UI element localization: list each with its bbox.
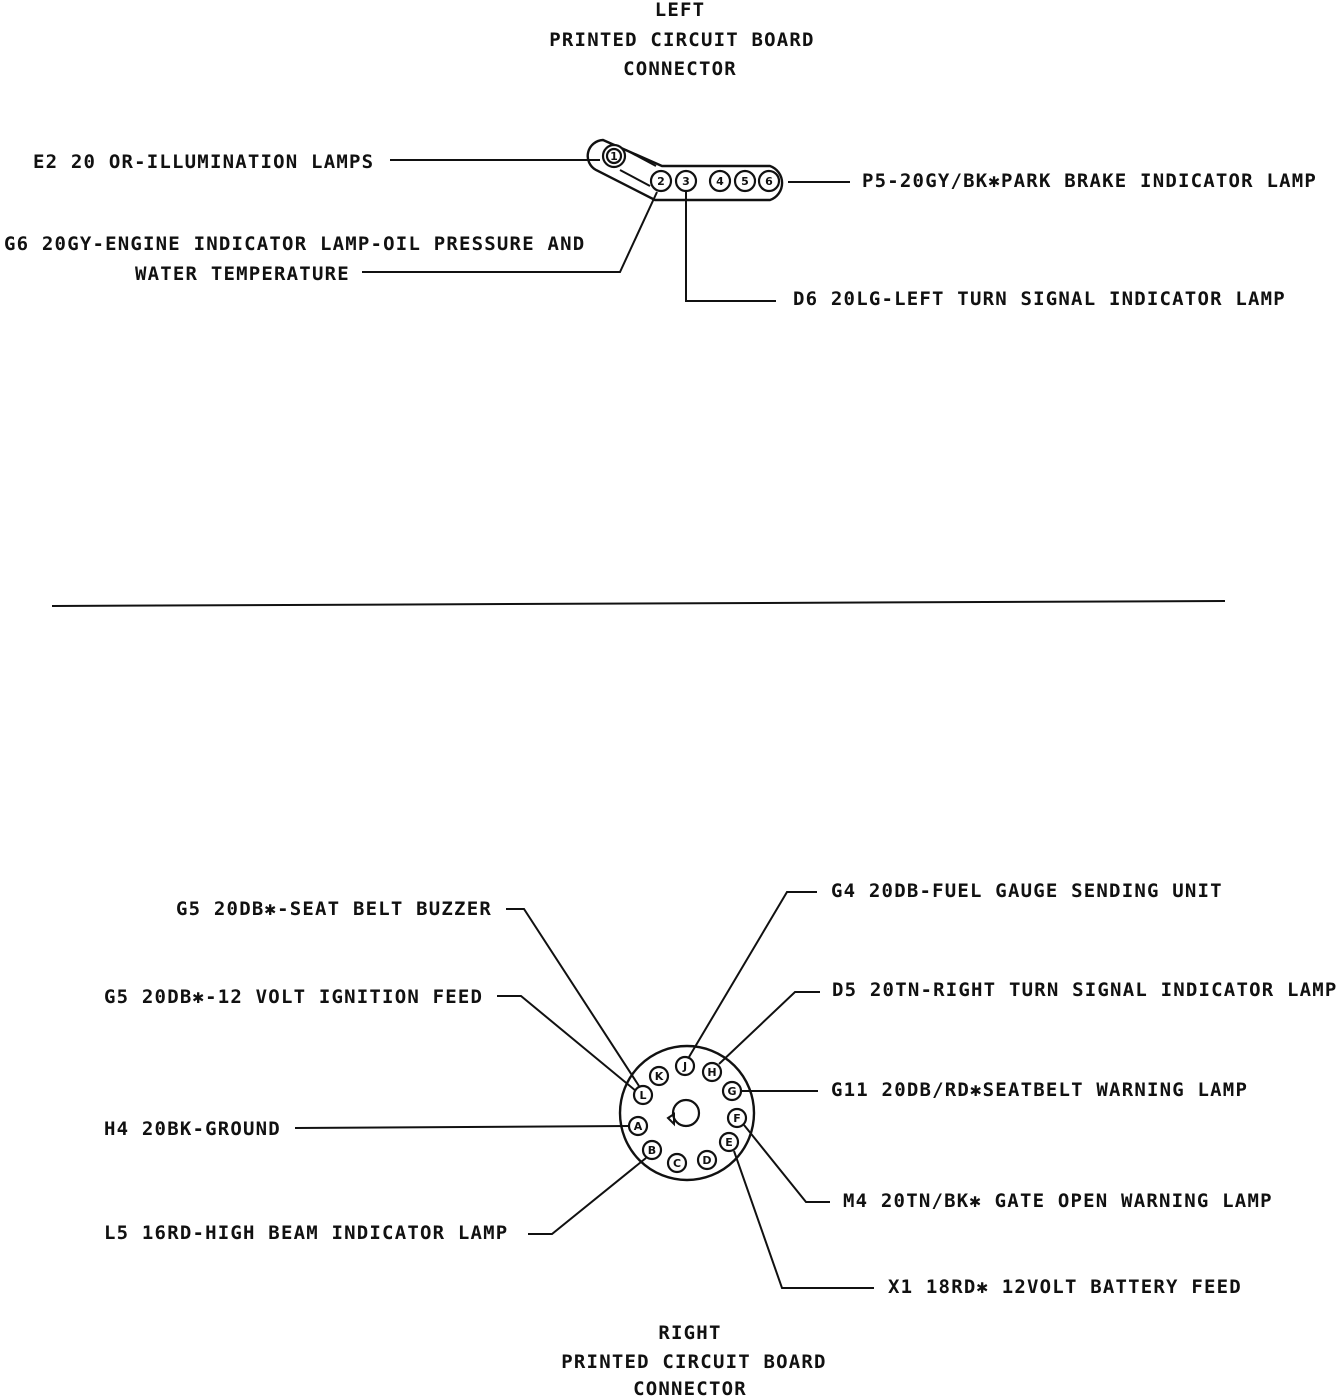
svg-text:J: J: [682, 1060, 687, 1073]
svg-text:1: 1: [610, 150, 618, 163]
right-label-high-beam: L5 16RD-HIGH BEAM INDICATOR LAMP: [104, 1222, 508, 1244]
left-wire-pin2: [362, 191, 658, 273]
section-divider: [51, 600, 1226, 607]
left-pin-2: [649, 169, 673, 193]
right-wire-gate-open: [743, 1124, 830, 1203]
left-connector-title-line-2: PRINTED CIRCUIT BOARD: [549, 29, 814, 51]
right-label-seat-belt-buzzer: G5 20DB✱-SEAT BELT BUZZER: [176, 898, 492, 920]
right-pin-E: [718, 1131, 740, 1153]
right-label-gate-open: M4 20TN/BK✱ GATE OPEN WARNING LAMP: [843, 1190, 1273, 1212]
left-connector-title-line-1: LEFT: [655, 0, 706, 21]
right-pin-F: [726, 1107, 748, 1129]
right-connector-title-line-3: CONNECTOR: [633, 1378, 747, 1398]
svg-text:C: C: [673, 1157, 681, 1170]
svg-text:F: F: [733, 1112, 741, 1125]
right-label-right-turn: D5 20TN-RIGHT TURN SIGNAL INDICATOR LAMP: [832, 979, 1338, 1001]
right-connector-title-line-1: RIGHT: [658, 1322, 721, 1344]
right-label-battery-feed: X1 18RD✱ 12VOLT BATTERY FEED: [888, 1276, 1242, 1298]
left-label-pin6: P5-20GY/BK✱PARK BRAKE INDICATOR LAMP: [862, 170, 1317, 192]
right-wire-right-turn: [718, 991, 820, 1065]
left-label-pin3: D6 20LG-LEFT TURN SIGNAL INDICATOR LAMP: [793, 288, 1286, 310]
left-label-pin2-line2: WATER TEMPERATURE: [135, 263, 350, 285]
svg-text:L: L: [639, 1089, 646, 1102]
right-pin-K: [648, 1065, 670, 1087]
right-pin-D: [696, 1149, 718, 1171]
right-pin-B: [641, 1139, 663, 1161]
right-wire-ignition-feed: [497, 995, 637, 1092]
svg-text:B: B: [648, 1144, 656, 1157]
left-connector: 1 2 3 4 5 6: [586, 138, 784, 202]
right-connector-title-line-2: PRINTED CIRCUIT BOARD: [561, 1351, 826, 1373]
right-label-fuel-gauge: G4 20DB-FUEL GAUGE SENDING UNIT: [831, 880, 1223, 902]
svg-text:E: E: [725, 1136, 733, 1149]
left-pin-3: [674, 169, 698, 193]
right-pin-C: [666, 1152, 688, 1174]
right-label-ground: H4 20BK-GROUND: [104, 1118, 281, 1140]
svg-text:D: D: [702, 1154, 711, 1167]
left-pin-4: [708, 169, 732, 193]
left-pin-6: [757, 169, 781, 193]
right-wire-fuel-gauge: [688, 891, 817, 1058]
left-wire-pin3: [685, 192, 776, 302]
right-label-seatbelt-warning: G11 20DB/RD✱SEATBELT WARNING LAMP: [831, 1079, 1248, 1101]
right-wire-seat-belt-buzzer: [506, 908, 640, 1087]
right-center-key: [671, 1098, 701, 1128]
right-wire-high-beam: [528, 1157, 647, 1235]
left-connector-title-line-3: CONNECTOR: [623, 58, 737, 80]
right-pin-H: [701, 1061, 723, 1083]
svg-text:3: 3: [682, 175, 690, 188]
svg-text:6: 6: [765, 175, 773, 188]
right-connector: L K J H G F E D C B A: [618, 1044, 756, 1182]
left-label-pin1: E2 20 OR-ILLUMINATION LAMPS: [33, 151, 374, 173]
svg-text:4: 4: [716, 175, 724, 188]
svg-text:K: K: [655, 1070, 664, 1083]
svg-text:2: 2: [657, 175, 665, 188]
right-pin-L: [632, 1084, 654, 1106]
right-wire-ground: [294, 1125, 630, 1129]
left-pin-5: [733, 169, 757, 193]
left-label-pin2-line1: G6 20GY-ENGINE INDICATOR LAMP-OIL PRESSU…: [4, 233, 585, 255]
right-pin-J: [674, 1055, 696, 1077]
svg-text:5: 5: [741, 175, 749, 188]
svg-text:H: H: [707, 1066, 716, 1079]
svg-text:A: A: [634, 1120, 643, 1133]
svg-text:G: G: [727, 1085, 736, 1098]
right-wire-battery-feed: [733, 1150, 874, 1289]
right-label-ignition-feed: G5 20DB✱-12 VOLT IGNITION FEED: [104, 986, 483, 1008]
